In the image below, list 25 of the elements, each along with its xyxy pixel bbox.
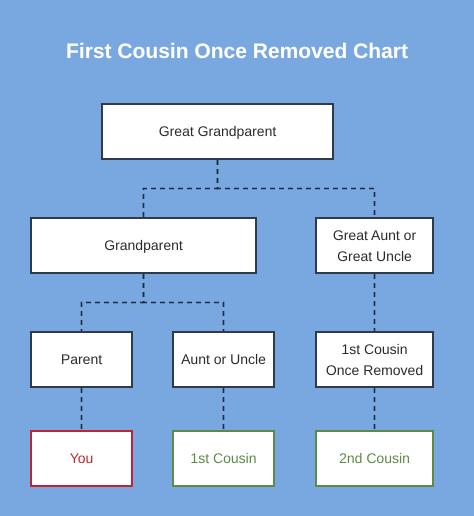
connector-line (374, 274, 376, 331)
person-box (315, 217, 434, 274)
person-box (172, 331, 275, 388)
node-label: You (70, 449, 94, 468)
person-box (30, 430, 133, 487)
node-label: 2nd Cousin (339, 449, 410, 468)
connector-line (374, 388, 376, 430)
connector-line (222, 388, 224, 430)
node-label: 1st Cousin Once Removed (324, 340, 424, 380)
person-box (30, 331, 133, 388)
connector-line (216, 160, 376, 217)
connector-line (80, 388, 82, 430)
node-label: Aunt or Uncle (181, 350, 266, 370)
node-label: Great Grandparent (158, 122, 276, 142)
person-box (315, 331, 434, 388)
chart-title: First Cousin Once Removed Chart (66, 40, 408, 64)
node-label: 1st Cousin (190, 449, 257, 468)
node-label: Parent (60, 350, 102, 370)
node-label: Grandparent (104, 236, 183, 256)
person-box (101, 103, 334, 160)
node-label: Great Aunt or Great Uncle (332, 226, 418, 266)
connector-line (142, 274, 224, 331)
person-box (30, 217, 257, 274)
person-box (172, 430, 275, 487)
person-box (315, 430, 434, 487)
